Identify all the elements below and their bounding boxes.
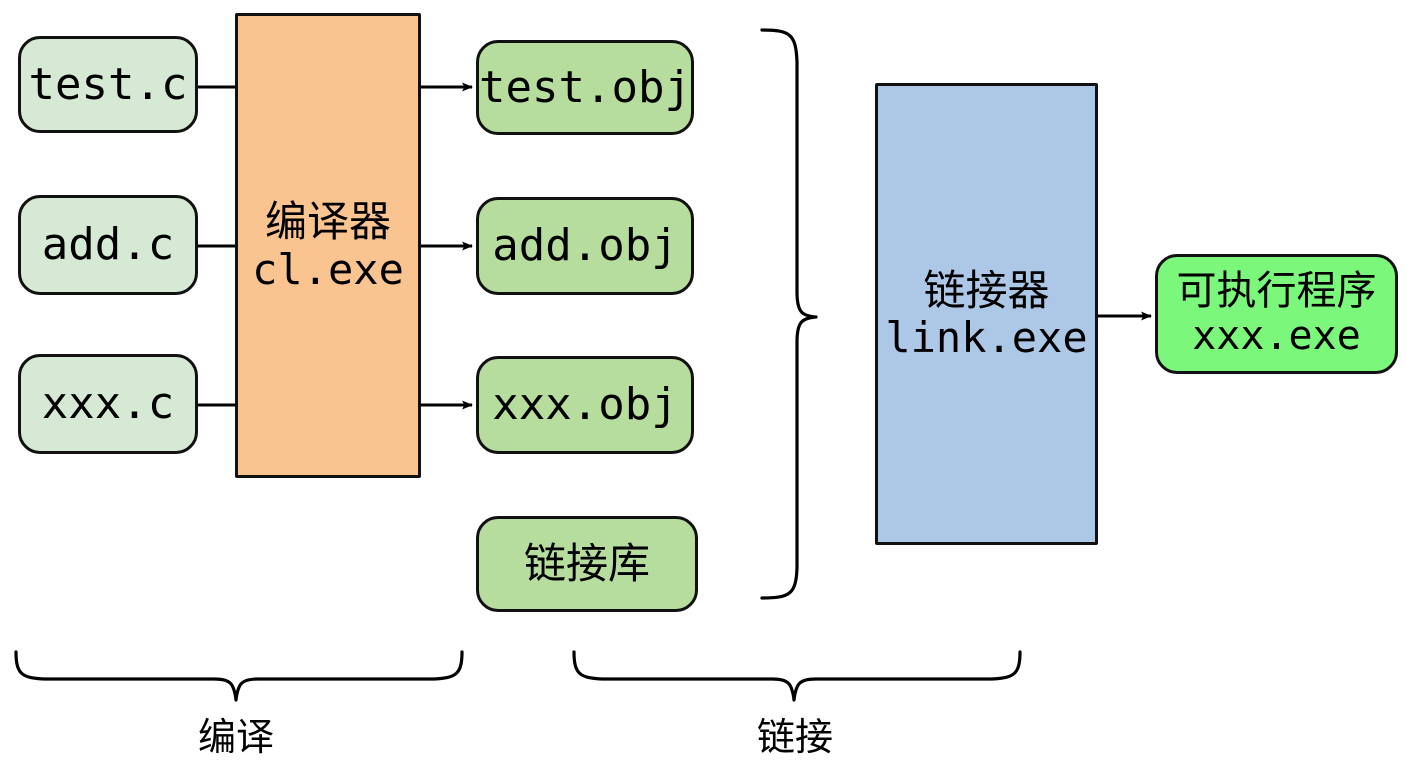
linker-box[interactable]: 链接器 link.exe bbox=[875, 83, 1098, 545]
linker-name-label: 链接器 bbox=[923, 266, 1050, 314]
source-file-box-add-c[interactable]: add.c bbox=[18, 195, 198, 295]
compiler-name-label: 编译器 bbox=[264, 198, 391, 246]
object-file-label: test.obj bbox=[479, 61, 691, 113]
object-file-box-xxx-obj[interactable]: xxx.obj bbox=[476, 356, 694, 454]
source-file-label: test.c bbox=[28, 58, 188, 110]
phase-label-text: 编译 bbox=[197, 717, 274, 759]
linker-program-label: link.exe bbox=[885, 313, 1088, 362]
object-file-box-add-obj[interactable]: add.obj bbox=[476, 197, 694, 295]
executable-output-box[interactable]: 可执行程序 xxx.exe bbox=[1155, 254, 1398, 374]
brace-phase-link bbox=[572, 650, 1022, 702]
compiler-program-label: cl.exe bbox=[252, 244, 404, 294]
object-file-label: add.obj bbox=[492, 220, 678, 272]
object-file-box-test-obj[interactable]: test.obj bbox=[476, 40, 694, 135]
link-library-label: 链接库 bbox=[523, 540, 650, 588]
brace-phase-compile bbox=[14, 650, 464, 702]
link-library-box[interactable]: 链接库 bbox=[476, 516, 698, 612]
source-file-label: xxx.c bbox=[41, 378, 175, 430]
compiler-box[interactable]: 编译器 cl.exe bbox=[235, 13, 421, 478]
executable-name-label: 可执行程序 bbox=[1176, 269, 1377, 314]
phase-label-compile: 编译 bbox=[136, 706, 336, 761]
source-file-label: add.c bbox=[41, 219, 175, 271]
object-file-label: xxx.obj bbox=[492, 379, 678, 431]
brace-objects-to-linker bbox=[760, 28, 818, 600]
phase-label-link: 链接 bbox=[695, 706, 895, 761]
executable-program-label: xxx.exe bbox=[1192, 313, 1361, 359]
phase-label-text: 链接 bbox=[756, 717, 833, 759]
source-file-box-xxx-c[interactable]: xxx.c bbox=[18, 354, 198, 454]
source-file-box-test-c[interactable]: test.c bbox=[18, 36, 198, 133]
